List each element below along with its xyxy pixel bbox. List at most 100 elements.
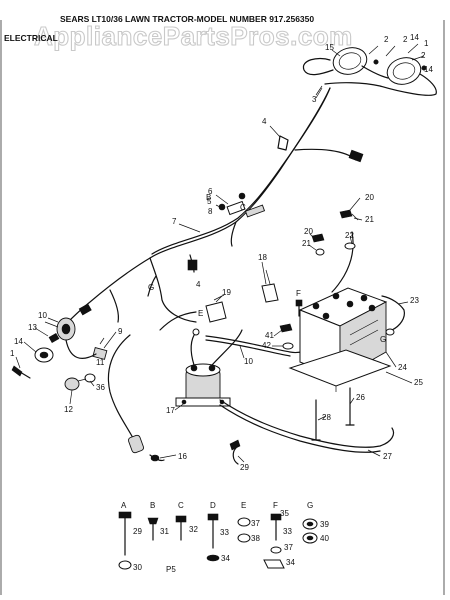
callout-33: 33 [220,528,229,537]
callout-4b: 4 [196,280,201,289]
callout-37: 37 [251,519,260,528]
callout-1: 1 [10,349,15,358]
harness-branch-9 [109,289,120,323]
solenoid-17 [175,328,243,407]
callout-10: 10 [38,311,47,320]
sub-C: C [240,203,246,212]
bolt-F [295,299,303,317]
cable-27 [219,399,395,448]
key-part-11 [48,332,60,344]
page-code: P5 [166,565,176,574]
hardware-G: G [307,501,313,510]
callout-40: 40 [320,534,329,543]
callout-19: 19 [222,288,231,297]
solenoid-mount [175,397,231,407]
callout-30: 30 [133,563,142,572]
callout-15: 15 [325,43,334,52]
callout-8: 8 [208,207,213,216]
bolt-20-21-mid [311,233,325,256]
switch-9 [92,347,108,360]
callout-39: 39 [320,520,329,529]
harness-plug-4 [187,259,198,271]
callout-14b: 14 [410,33,419,42]
callout-1b: 1 [424,39,429,48]
callout-28: 28 [322,413,331,422]
callout-35: 35 [280,509,289,518]
connector-group-5-6-8 [215,192,266,218]
hardware-B: B [150,501,155,510]
callout-10b: 10 [244,357,253,366]
sub-B: B [206,193,211,202]
callout-17: 17 [166,406,175,415]
harness-trunk-edge [151,87,331,255]
callout-32: 32 [189,525,198,534]
callout-29b: 29 [133,527,142,536]
harness-branch-switch [149,257,197,323]
terminal-41-42 [279,323,294,350]
callout-25: 25 [414,378,423,387]
hardware-legend [118,511,318,570]
callout-labels: 1 2 2 3 4 4 5 6 7 8 9 10 10 11 12 13 14 … [10,33,433,574]
headlight-left [332,47,368,75]
ignition-switch-group [11,317,108,379]
headlight-link-wire [361,65,389,79]
callout-38: 38 [251,534,260,543]
headlight-assembly [302,43,437,96]
callout-20: 20 [365,193,374,202]
callout-18: 18 [258,253,267,262]
plug-19 [205,294,227,323]
callout-2c: 2 [421,51,426,60]
cable-22 [331,231,356,293]
screw-1 [11,365,23,377]
callout-12: 12 [64,405,73,414]
lead-16 [107,334,165,462]
callout-5: 5 [207,197,212,206]
callout-9: 9 [118,327,123,336]
clip-4 [269,125,289,151]
callout-11: 11 [96,358,105,367]
callout-33b: 33 [283,527,292,536]
cable-29 [232,447,239,465]
section-label: ELECTRICAL [4,33,58,43]
callout-29: 29 [240,463,249,472]
harness-connector [78,303,92,316]
sub-F: F [296,289,301,298]
callout-23: 23 [410,296,419,305]
callout-22: 22 [345,231,354,240]
callout-14c: 14 [424,65,433,74]
cable-23 [381,295,405,331]
callout-2b: 2 [403,35,408,44]
sub-E: E [198,309,203,318]
sub-G2: G [380,335,386,344]
harness-branch-seat [230,221,237,247]
callout-24: 24 [398,363,407,372]
headlight-harness [324,73,437,96]
battery-tray-25 [288,349,392,392]
hold-down-rods [311,387,355,441]
callout-2: 2 [384,35,389,44]
callout-14: 14 [14,337,23,346]
watermark: AppliancePartsPros.com [34,21,353,51]
callout-7: 7 [172,217,177,226]
sub-G: G [148,283,154,292]
hardware-E: E [241,501,246,510]
headlight-right [386,57,422,85]
hardware-F: F [273,501,278,510]
callout-4: 4 [262,117,267,126]
callout-31: 31 [160,527,169,536]
callout-27: 27 [383,452,392,461]
wire-harness [65,87,364,325]
plug-18 [261,269,279,303]
callout-34: 34 [221,554,230,563]
leader-lines [15,49,413,463]
callout-21b: 21 [302,239,311,248]
light-bulb-left [373,59,379,65]
harness-plug-right [348,149,364,163]
headlight-wire-loop [302,57,334,76]
hardware-A: A [121,501,127,510]
hardware-D: D [210,501,216,510]
callout-20b: 20 [304,227,313,236]
callout-36: 36 [96,383,105,392]
